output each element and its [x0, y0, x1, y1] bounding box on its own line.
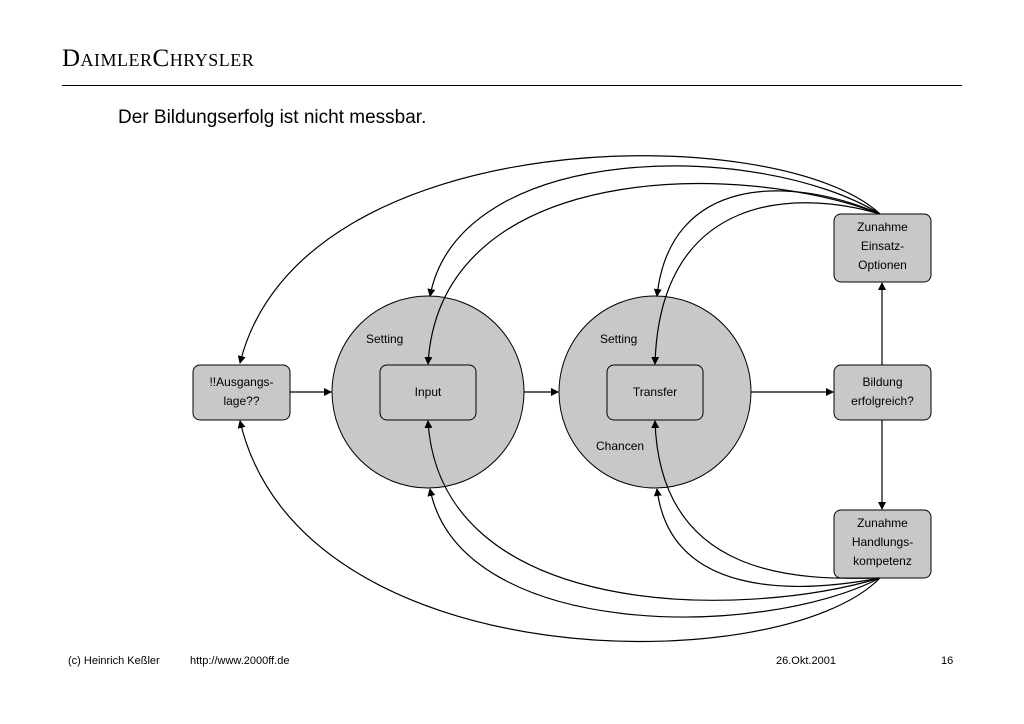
transfer-setting-label: Setting	[600, 332, 638, 346]
bildung-line1: Bildung	[862, 375, 903, 389]
footer-date: 26.Okt.2001	[776, 655, 836, 667]
transfer-box	[606, 364, 704, 421]
ausgangslage-line2: lage??	[223, 394, 260, 408]
curve-handlung-to-transfer	[651, 420, 881, 579]
curve-einsatz-to-input-setting	[427, 165, 881, 297]
curve-handlung-to-ausgangslage	[237, 420, 881, 642]
einsatz-line1: Zunahme	[857, 220, 908, 234]
curve-einsatz-to-transfer	[651, 202, 881, 365]
curve-handlung-to-input-setting	[427, 488, 881, 618]
curve-einsatz-to-input	[424, 182, 881, 365]
input-setting-label: Setting	[366, 332, 404, 346]
ausgangslage-label: !!Ausgangs- lage??	[193, 373, 290, 411]
handlung-label: Zunahme Handlungs- kompetenz	[834, 514, 931, 571]
einsatz-label: Zunahme Einsatz- Optionen	[834, 218, 931, 275]
handlung-line2: Handlungs-	[851, 535, 914, 549]
bildung-label: Bildung erfolgreich?	[834, 373, 931, 411]
einsatz-line2: Einsatz-	[860, 239, 905, 253]
curve-einsatz-to-ausgangslage	[237, 155, 881, 364]
footer-author: (c) Heinrich Keßler	[68, 655, 160, 667]
handlung-line1: Zunahme	[857, 516, 908, 530]
curve-einsatz-to-transfer-setting	[653, 190, 881, 297]
page-number: 16	[941, 655, 954, 667]
einsatz-line3: Optionen	[858, 258, 907, 272]
transfer-label: Transfer	[632, 385, 678, 399]
footer-url: http://www.2000ff.de	[190, 655, 290, 667]
curve-handlung-to-input	[424, 420, 881, 601]
handlung-box	[833, 509, 932, 579]
input-box	[379, 364, 477, 421]
slide-title: Der Bildungserfolg ist nicht messbar.	[118, 107, 427, 128]
ausgangslage-line1: !!Ausgangs-	[209, 375, 274, 389]
header-divider	[62, 85, 962, 86]
handlung-line3: kompetenz	[853, 554, 912, 568]
transfer-chancen-label: Chancen	[596, 439, 645, 453]
curve-handlung-to-transfer-setting	[653, 488, 881, 587]
daimlerchrysler-logo: DaimlerChrysler	[62, 45, 255, 72]
bildung-line2: erfolgreich?	[851, 394, 914, 408]
input-label: Input	[414, 385, 442, 399]
